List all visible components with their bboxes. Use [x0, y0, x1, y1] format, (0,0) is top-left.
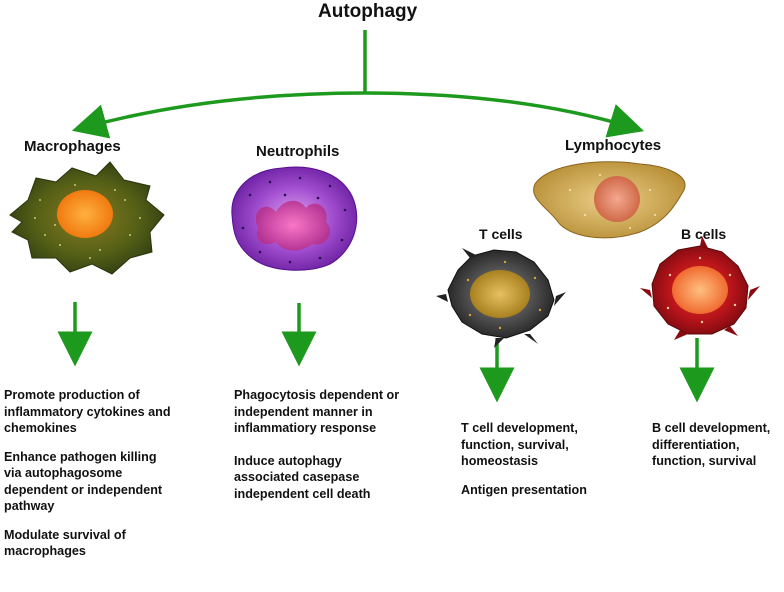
- branch-arrows: [71, 30, 645, 139]
- macrophage-roles: Promote production of inflammatory cytok…: [4, 387, 174, 572]
- macrophage-role: Promote production of inflammatory cytok…: [4, 388, 171, 435]
- macrophage-cell: [9, 161, 165, 275]
- neutrophil-role: Phagocytosis dependent or independent ma…: [234, 388, 400, 435]
- down-arrows: [57, 302, 715, 403]
- lymphocytes-label: Lymphocytes: [565, 137, 662, 154]
- t-cell-roles: T cell development, function, survival, …: [461, 420, 621, 510]
- b-cell: [640, 236, 760, 340]
- b-cell-role: B cell development, differentiation, fun…: [652, 421, 771, 468]
- t-cell-role: Antigen presentation: [461, 482, 587, 497]
- macrophage-role: Modulate survival of macrophages: [4, 527, 126, 559]
- macrophage-role: Enhance pathogen killing via autophagoso…: [4, 449, 163, 514]
- neutrophil-roles: Phagocytosis dependent or independent ma…: [234, 387, 404, 514]
- diagram-title: Autophagy: [318, 1, 418, 22]
- t-cell-role: T cell development, function, survival, …: [461, 421, 578, 468]
- b-cell-roles: B cell development, differentiation, fun…: [652, 420, 784, 482]
- t-cell: [436, 248, 566, 348]
- arrow-to-macrophages: [71, 91, 366, 139]
- neutrophils-label: Neutrophils: [256, 143, 340, 160]
- arrow-to-lymphocytes: [364, 91, 645, 138]
- neutrophil-role: Induce autophagy associated casepase ind…: [234, 453, 371, 501]
- neutrophil-cell: [231, 166, 358, 271]
- lymphocyte-cell: [533, 161, 686, 239]
- t-cells-label: T cells: [479, 226, 523, 242]
- b-cells-label: B cells: [681, 226, 727, 242]
- macrophages-label: Macrophages: [24, 138, 121, 155]
